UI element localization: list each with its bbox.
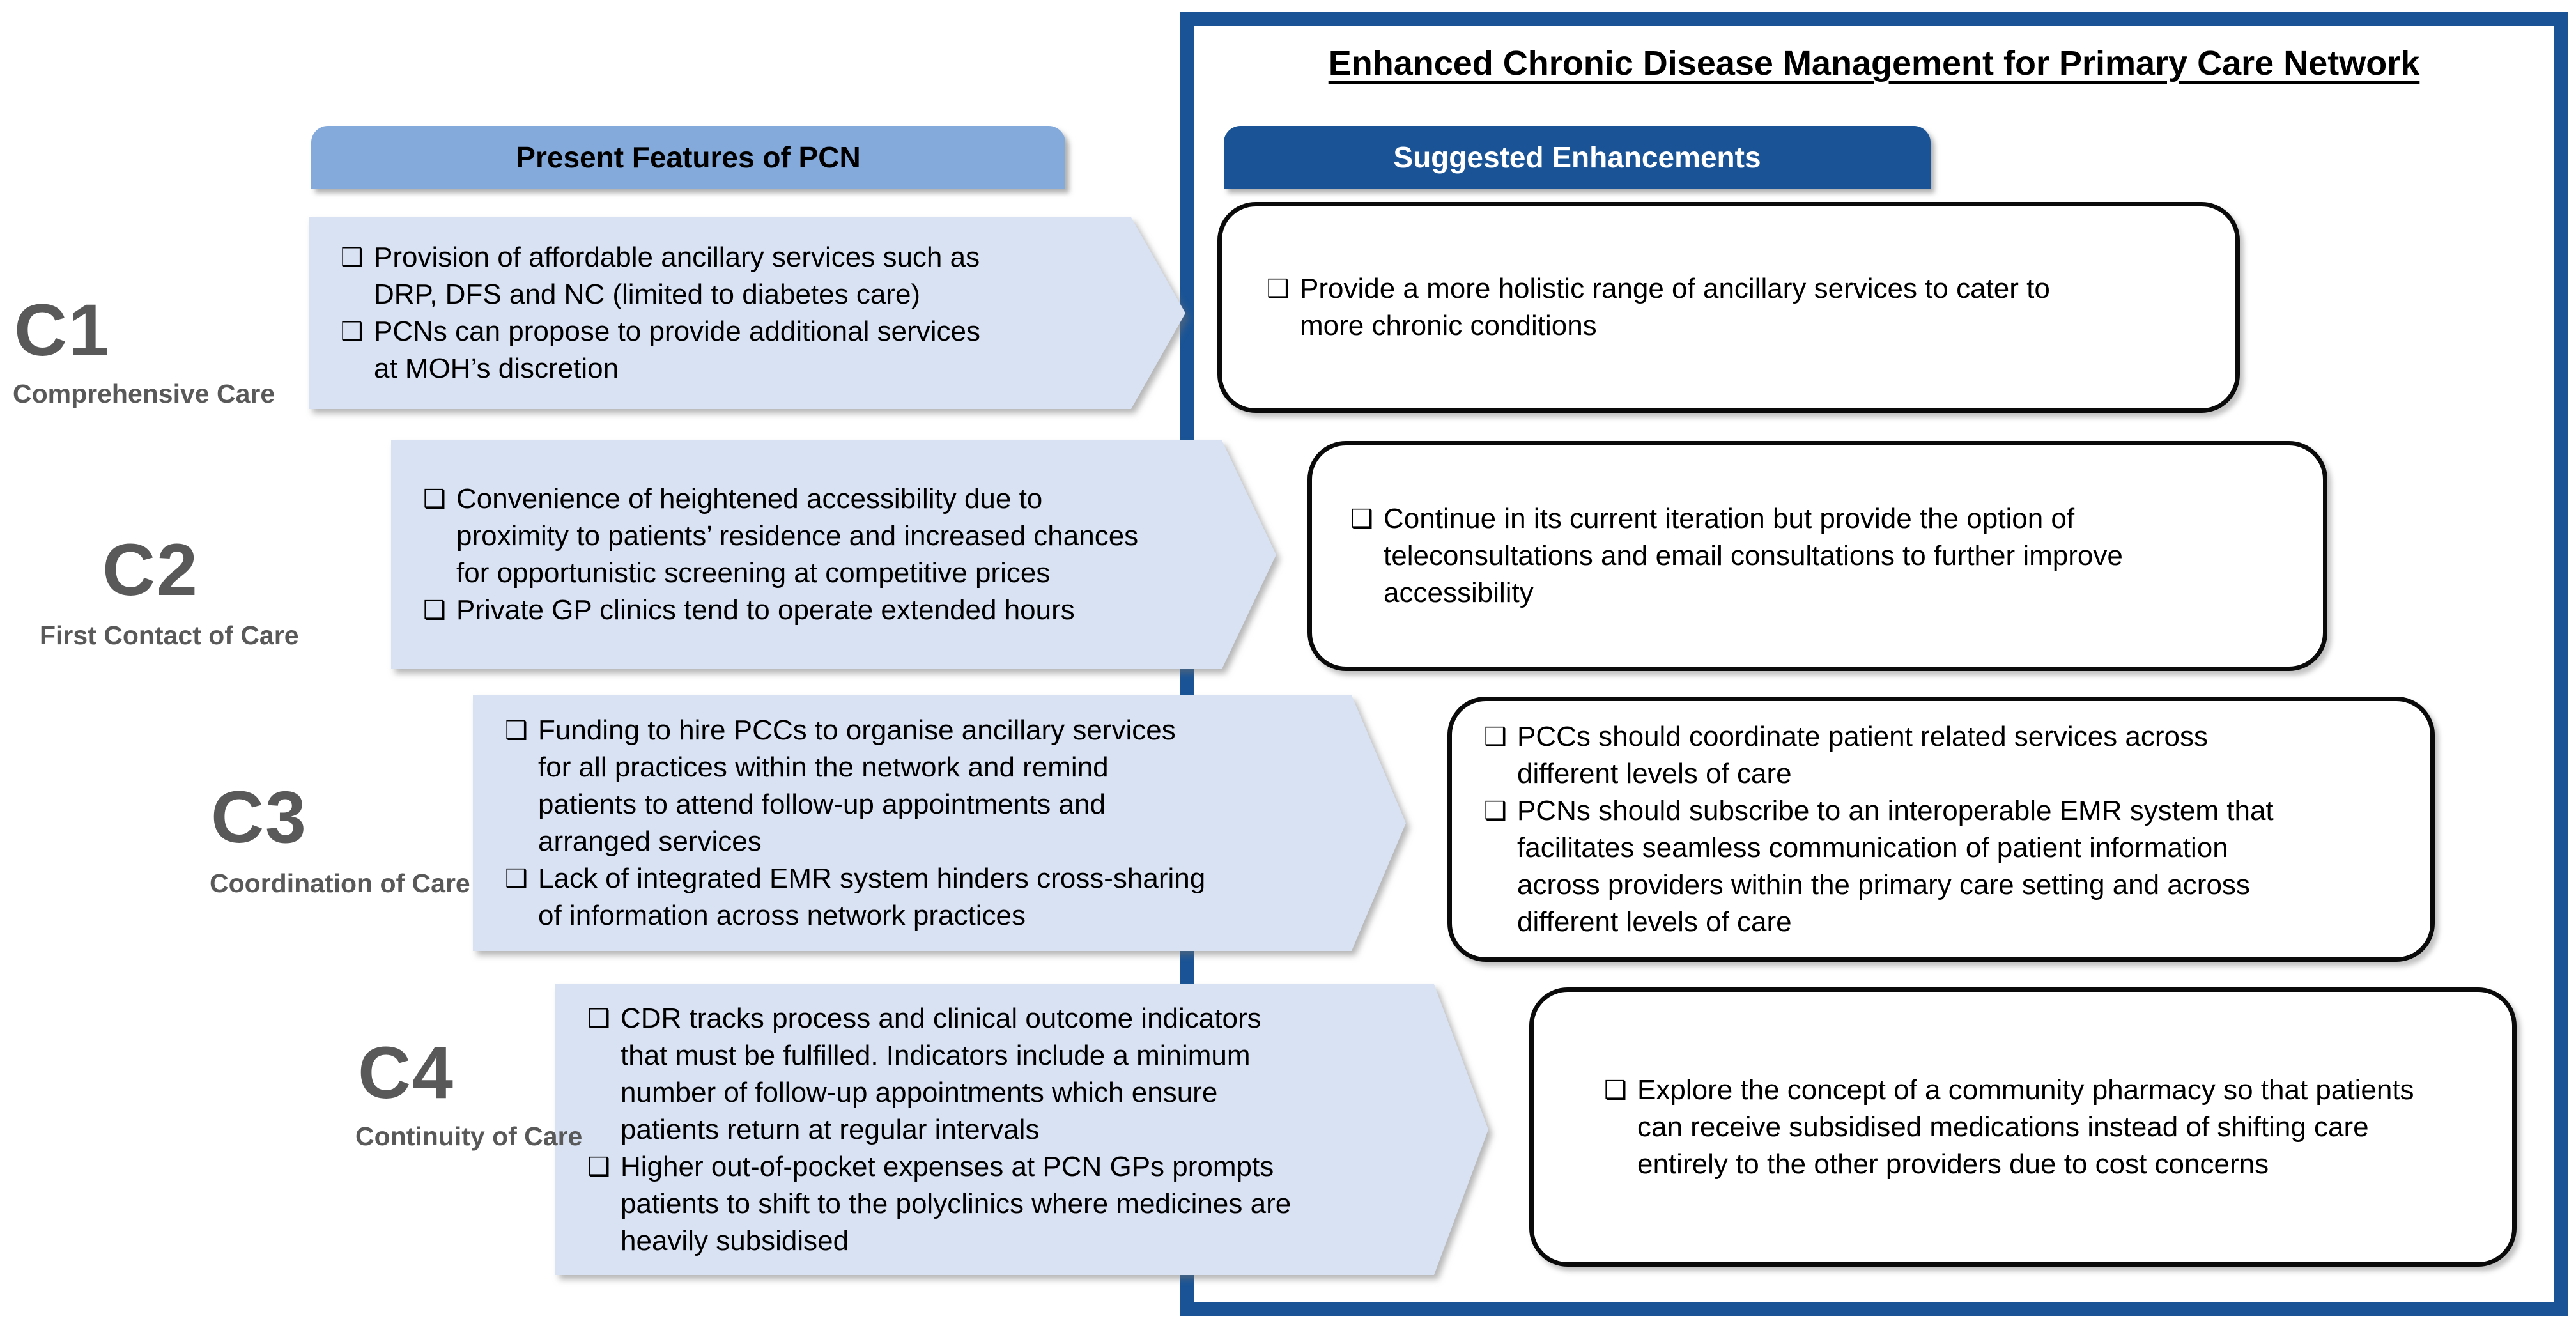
present-arrow-c2-shape: ❑ Convenience of heightened accessibility… [391,440,1276,669]
row-label-c2: C2 [102,529,199,611]
square-bullet-icon: ❑ [341,317,364,346]
suggested-box-c4: ❑ Explore the concept of a community phar… [1529,987,2517,1267]
bullet-item: ❑ PCCs should coordinate patient related … [1484,718,2294,792]
bullet-text: PCNs can propose to provide additional s… [374,316,980,384]
present-features-header: Present Features of PCN [311,126,1065,189]
category-label-c1: Comprehensive Care [13,379,275,408]
suggested-box-c2: ❑ Continue in its current iteration but p… [1307,441,2327,671]
row-label-c3: C3 [211,776,308,858]
present-list-c3: ❑ Funding to hire PCCs to organise ancill… [505,712,1209,934]
suggested-enhancements-header: Suggested Enhancements [1224,126,1931,189]
bullet-item: ❑ Funding to hire PCCs to organise ancill… [505,712,1209,860]
present-features-header-label: Present Features of PCN [516,141,861,174]
square-bullet-icon: ❑ [1350,504,1373,534]
suggested-enhancements-header-label: Suggested Enhancements [1393,141,1761,174]
bullet-item: ❑ Provision of affordable ancillary servi… [341,239,994,313]
bullet-item: ❑ Higher out-of-pocket expenses at PCN GP… [587,1148,1307,1260]
row-label-c1: C1 [14,290,111,371]
bullet-item: ❑ PCNs should subscribe to an interoperab… [1484,792,2294,941]
bullet-item: ❑ Convenience of heightened accessibility… [423,481,1150,592]
bullet-item: ❑ PCNs can propose to provide additional … [341,313,994,387]
category-label-c4: Continuity of Care [355,1122,583,1151]
bullet-text: Private GP clinics tend to operate exten… [456,594,1075,626]
square-bullet-icon: ❑ [423,484,446,514]
bullet-text: PCCs should coordinate patient related s… [1517,720,2208,789]
suggested-box-c1: ❑ Provide a more holistic range of ancill… [1217,202,2240,413]
present-arrow-c3: ❑ Funding to hire PCCs to organise ancill… [473,695,1406,951]
square-bullet-icon: ❑ [1267,274,1290,304]
suggested-list-c4: ❑ Explore the concept of a community phar… [1604,1072,2436,1183]
bullet-text: Explore the concept of a community pharm… [1637,1074,2414,1180]
suggested-box-c3: ❑ PCCs should coordinate patient related … [1447,697,2435,962]
bullet-item: ❑ Lack of integrated EMR system hinders c… [505,860,1209,934]
present-list-c1: ❑ Provision of affordable ancillary servi… [341,239,994,387]
suggested-list-c2: ❑ Continue in its current iteration but p… [1350,500,2182,612]
bullet-text: PCNs should subscribe to an interoperabl… [1517,794,2274,938]
square-bullet-icon: ❑ [341,243,364,272]
category-label-c3: Coordination of Care [210,869,470,898]
bullet-text: Continue in its current iteration but pr… [1384,503,2123,608]
category-label-c2: First Contact of Care [40,621,299,650]
bullet-item: ❑ Private GP clinics tend to operate exte… [423,592,1150,629]
row-label-c4: C4 [358,1032,455,1114]
present-arrow-c3-shape: ❑ Funding to hire PCCs to organise ancill… [473,695,1406,951]
bullet-item: ❑ Explore the concept of a community phar… [1604,1072,2436,1183]
bullet-item: ❑ Provide a more holistic range of ancill… [1267,270,2079,344]
bullet-text: Convenience of heightened accessibility … [456,483,1139,589]
square-bullet-icon: ❑ [1484,722,1507,752]
present-arrow-c4: ❑ CDR tracks process and clinical outcome… [555,984,1488,1275]
square-bullet-icon: ❑ [1484,796,1507,826]
present-list-c2: ❑ Convenience of heightened accessibility… [423,481,1150,629]
bullet-item: ❑ Continue in its current iteration but p… [1350,500,2182,612]
suggested-list-c1: ❑ Provide a more holistic range of ancill… [1267,270,2079,344]
bullet-text: Provide a more holistic range of ancilla… [1300,273,2050,341]
bullet-text: Lack of integrated EMR system hinders cr… [538,863,1206,931]
bullet-text: Provision of affordable ancillary servic… [374,242,980,310]
suggested-list-c3: ❑ PCCs should coordinate patient related … [1484,718,2294,941]
bullet-text: Funding to hire PCCs to organise ancilla… [538,715,1176,857]
present-list-c4: ❑ CDR tracks process and clinical outcome… [587,1000,1307,1260]
bullet-item: ❑ CDR tracks process and clinical outcome… [587,1000,1307,1148]
square-bullet-icon: ❑ [587,1152,610,1182]
bullet-text: Higher out-of-pocket expenses at PCN GPs… [621,1150,1292,1256]
present-arrow-c2: ❑ Convenience of heightened accessibility… [391,440,1276,669]
present-arrow-c1-shape: ❑ Provision of affordable ancillary servi… [309,217,1185,409]
square-bullet-icon: ❑ [505,864,528,893]
bullet-text: CDR tracks process and clinical outcome … [621,1002,1261,1145]
square-bullet-icon: ❑ [587,1003,610,1033]
square-bullet-icon: ❑ [1604,1075,1627,1105]
diagram-title: Enhanced Chronic Disease Management for … [1328,44,2420,82]
present-arrow-c4-shape: ❑ CDR tracks process and clinical outcome… [555,984,1488,1275]
square-bullet-icon: ❑ [423,596,446,625]
present-arrow-c1: ❑ Provision of affordable ancillary servi… [309,217,1185,409]
square-bullet-icon: ❑ [505,716,528,745]
